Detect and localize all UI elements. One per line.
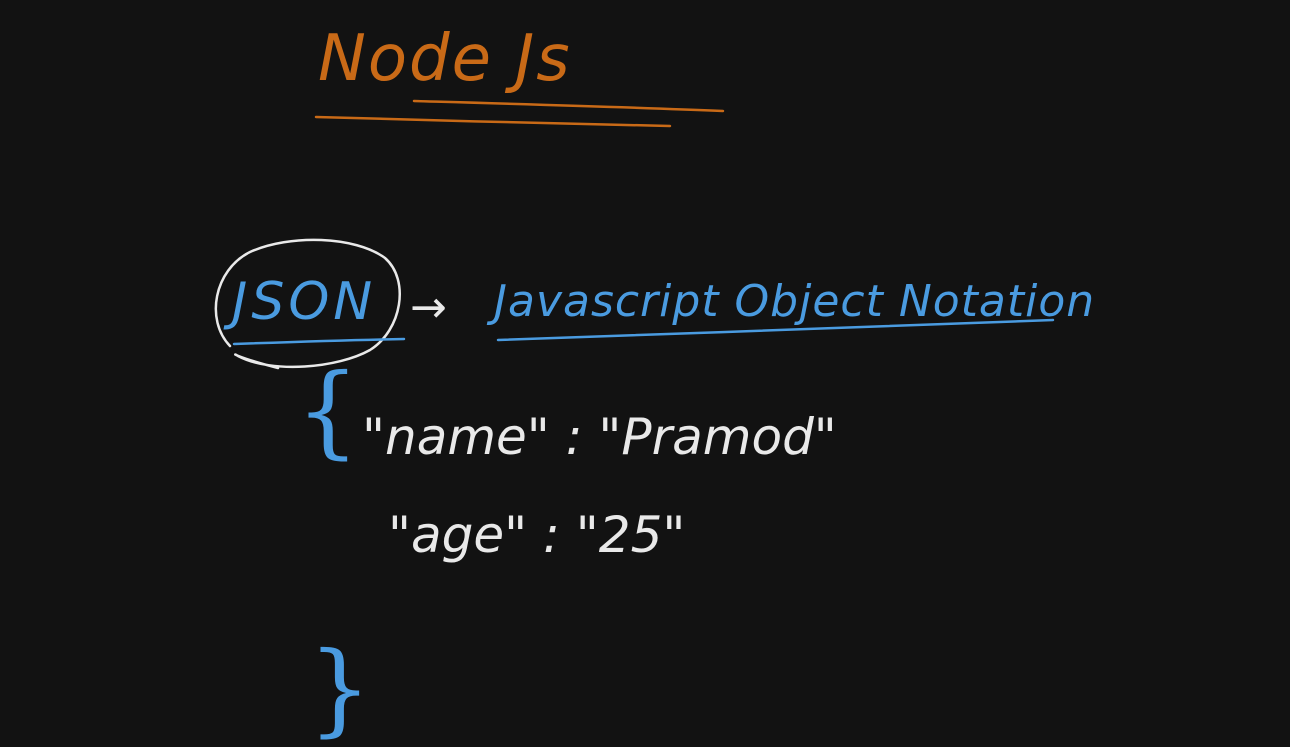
expansion-underline	[496, 318, 1055, 342]
arrow-icon: →	[410, 282, 447, 333]
json-circle	[214, 238, 401, 370]
json-line-age: "age" : "25"	[388, 506, 686, 564]
page-title: Node Js	[318, 22, 572, 96]
title-underline-upper	[412, 99, 725, 113]
title-underline-lower	[314, 115, 672, 128]
json-expansion: Javascript Object Notation	[494, 276, 1096, 327]
json-line-name: "name" : "Pramod"	[362, 408, 837, 466]
json-underline	[232, 337, 406, 346]
open-brace: {	[296, 352, 360, 469]
close-brace: }	[308, 630, 372, 747]
json-term: JSON	[232, 272, 377, 332]
